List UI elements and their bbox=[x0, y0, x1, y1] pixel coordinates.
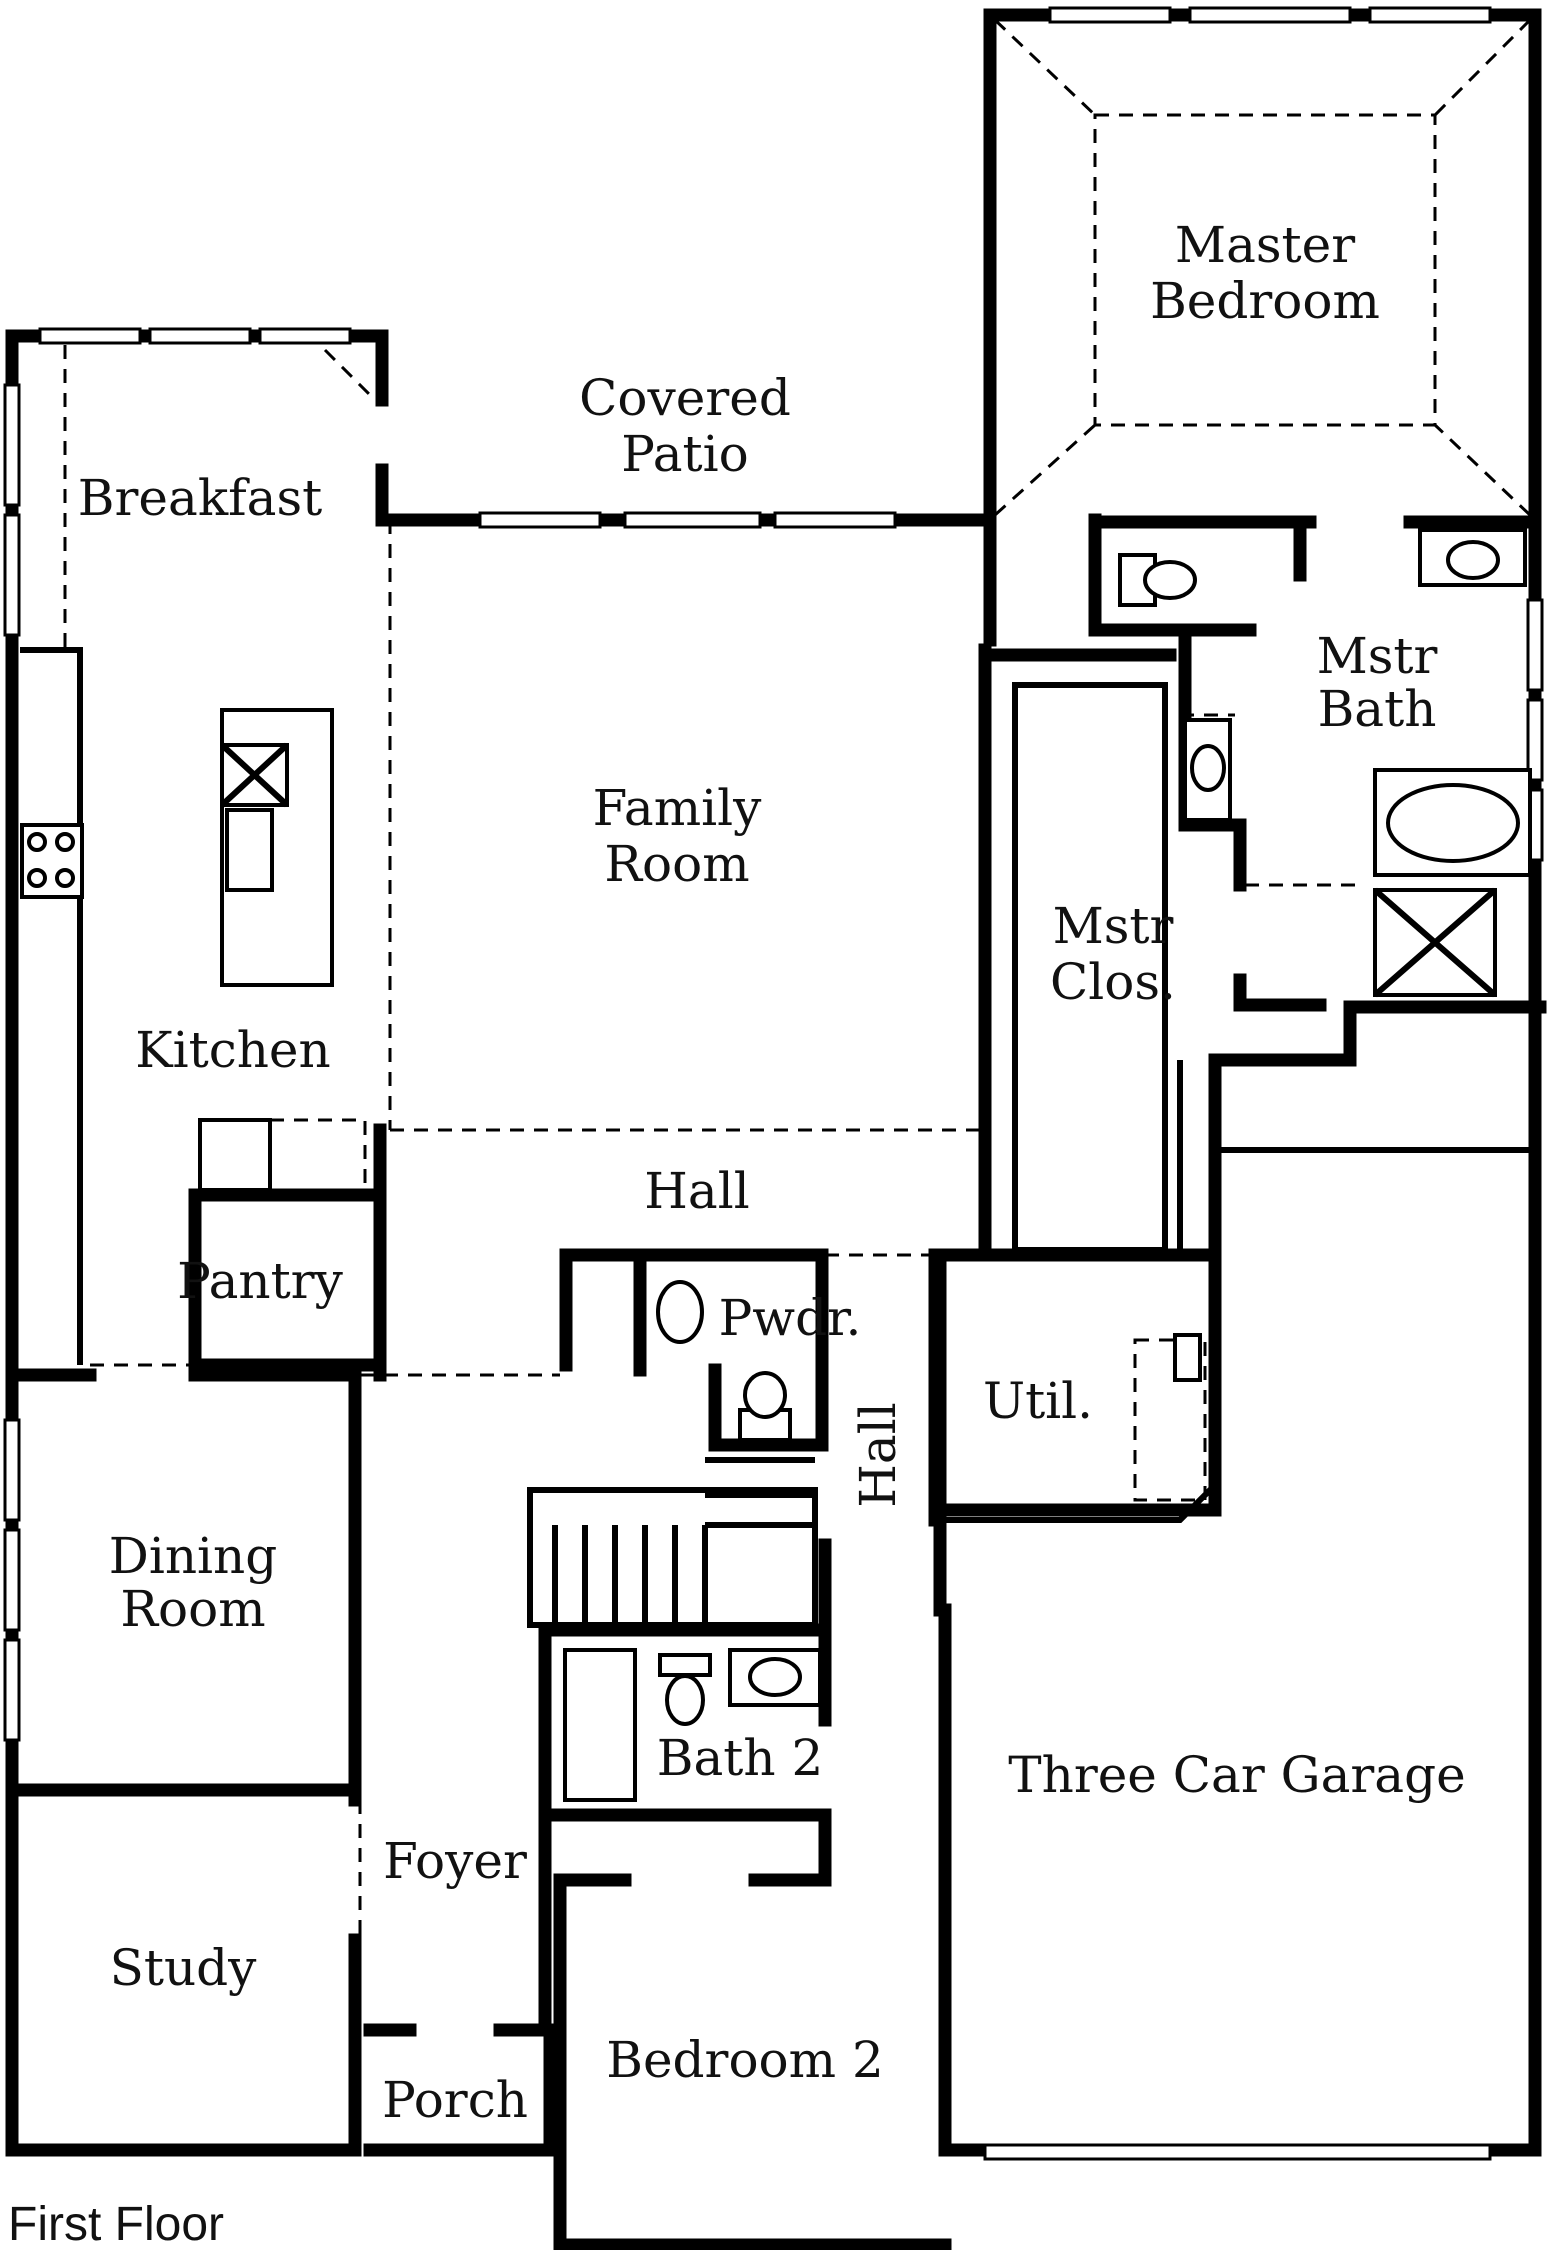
foyer-label: Foyer bbox=[383, 1832, 527, 1890]
hall-vertical-label: Hall bbox=[849, 1402, 907, 1507]
util-label: Util. bbox=[983, 1372, 1093, 1430]
pantry-label: Pantry bbox=[177, 1252, 343, 1310]
hall-upper-label: Hall bbox=[644, 1162, 749, 1220]
bedroom-2-label: Bedroom 2 bbox=[606, 2031, 884, 2089]
refrigerator bbox=[198, 1118, 272, 1192]
bath-2-label: Bath 2 bbox=[657, 1729, 824, 1787]
three-car-garage-label: Three Car Garage bbox=[1008, 1746, 1465, 1804]
fixtures bbox=[20, 528, 1540, 1802]
breakfast-label: Breakfast bbox=[78, 469, 322, 527]
walls bbox=[5, 8, 1547, 2250]
study-label: Study bbox=[110, 1939, 258, 1997]
dashed-lines bbox=[63, 18, 1532, 1935]
sink bbox=[225, 808, 274, 892]
powder-sink-icon bbox=[656, 1280, 704, 1344]
bath2-toilet-icon bbox=[658, 1653, 712, 1677]
floor-caption: First Floor bbox=[8, 2198, 224, 2250]
bath2-tub-icon bbox=[563, 1648, 637, 1802]
windows bbox=[3, 6, 1544, 2161]
pwdr-label: Pwdr. bbox=[719, 1289, 862, 1347]
porch-label: Porch bbox=[382, 2071, 528, 2129]
kitchen-label: Kitchen bbox=[135, 1021, 330, 1079]
